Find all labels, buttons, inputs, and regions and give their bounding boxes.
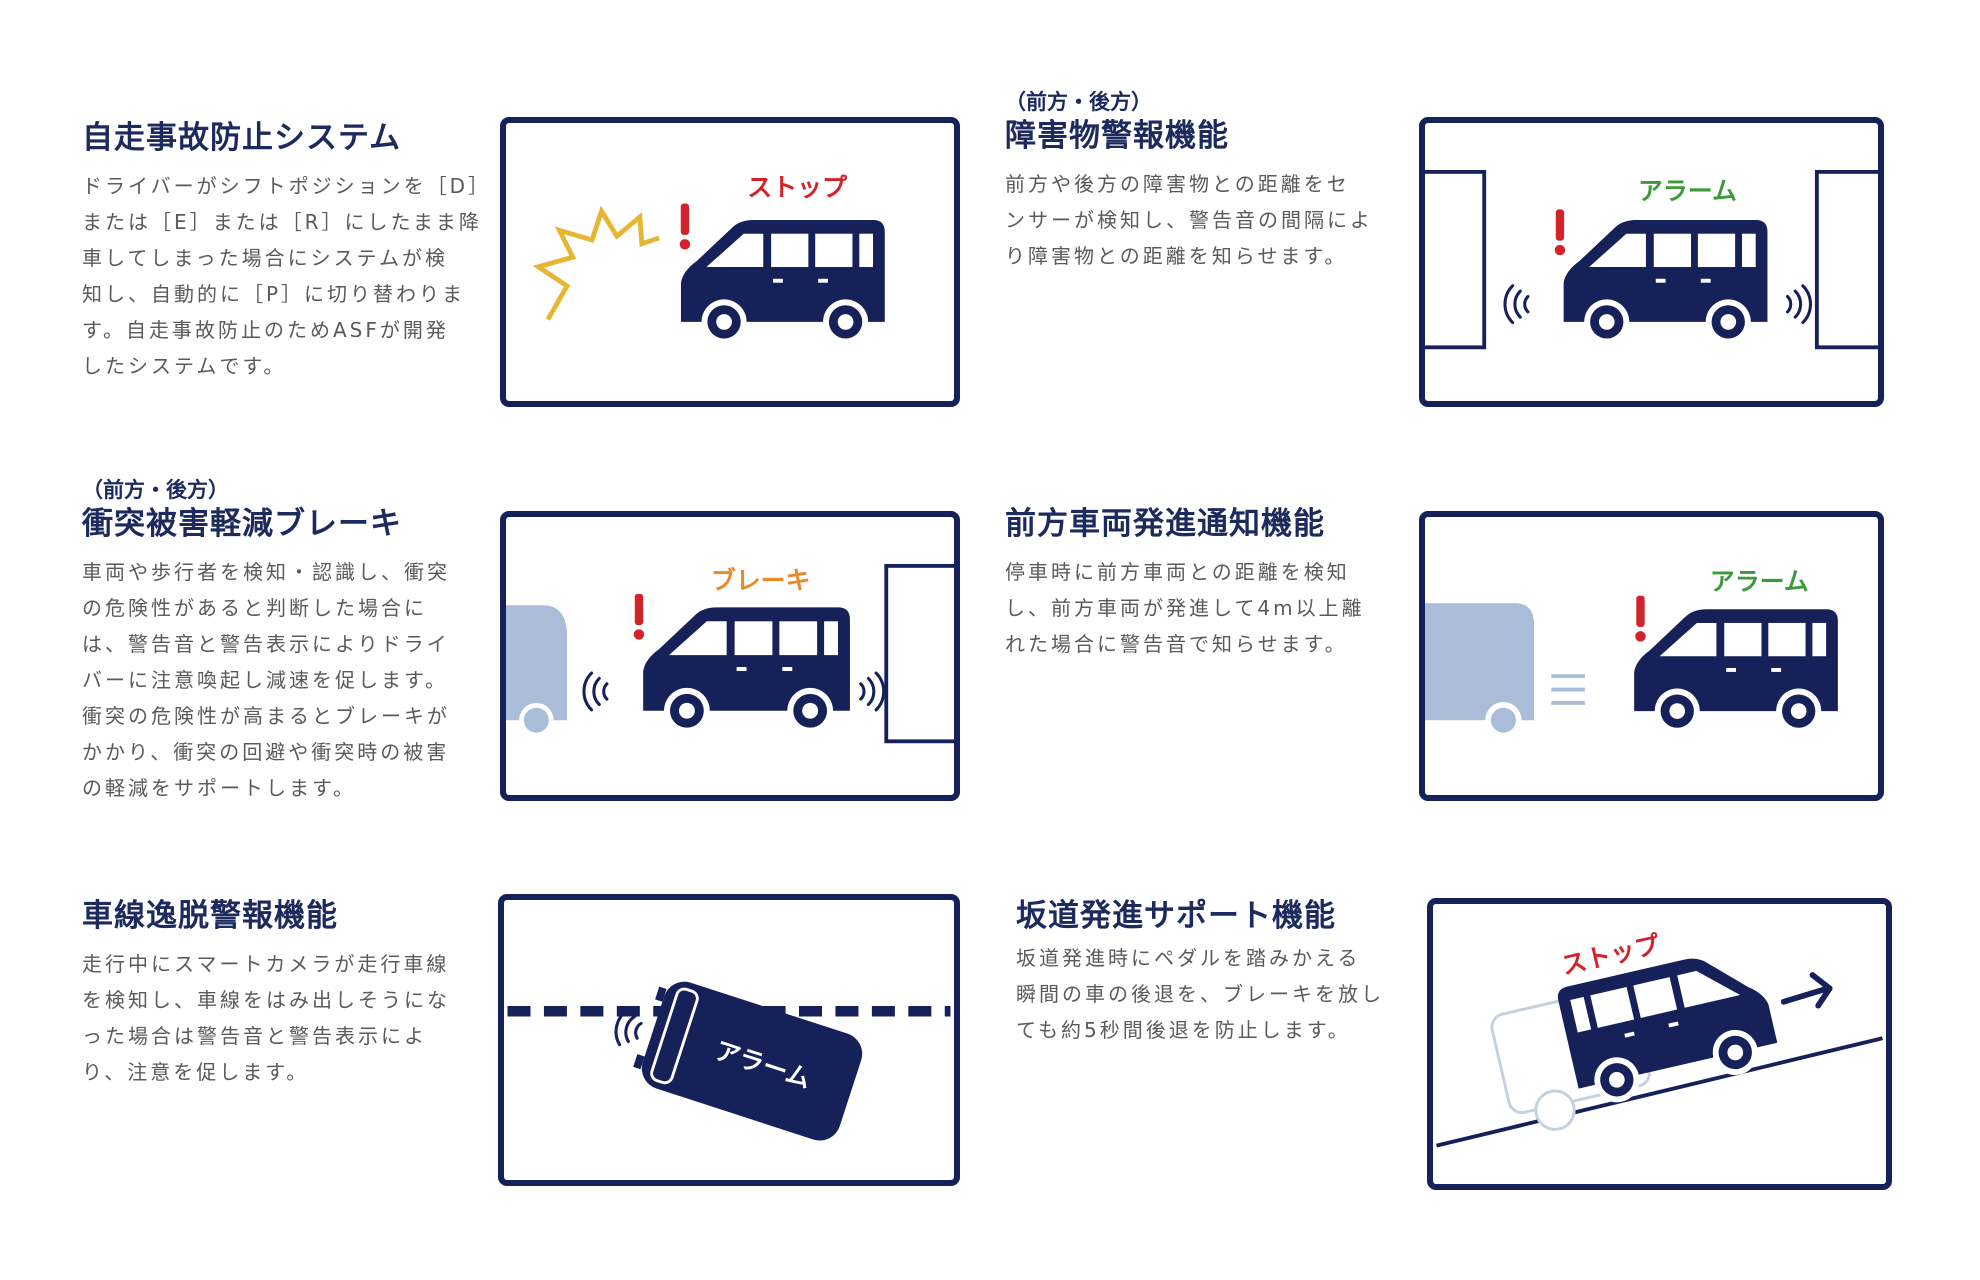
- van-icon: [643, 607, 850, 734]
- asf-illustration: ストップ: [500, 117, 960, 407]
- feature-prefix: （前方・後方）: [1005, 90, 1152, 114]
- van-top-view-icon: アラーム: [633, 981, 863, 1141]
- lane-scene: アラーム: [507, 981, 951, 1141]
- feature-title: 前方車両発進通知機能: [1005, 506, 1325, 542]
- van-icon: [680, 219, 885, 345]
- feature-description: 車両や歩行者を検知・認識し、衝突 の危険性があると判断した場合に は、警告音と警…: [82, 554, 482, 806]
- rear-vehicle-ghost: [506, 605, 568, 721]
- exclamation-icon: [1635, 595, 1646, 642]
- description-line: 瞬間の車の後退を、ブレーキを放し: [1016, 982, 1384, 1006]
- exclamation-icon: [679, 203, 691, 250]
- description-line: の軽減をサポートします。: [82, 776, 356, 800]
- hill-illustration: ストップ: [1427, 898, 1892, 1190]
- exclamation-icon: [633, 593, 645, 640]
- sound-wave-icon: [582, 671, 609, 712]
- feature-prefix: （前方・後方）: [82, 478, 229, 502]
- feature-description: 坂道発進時にペダルを踏みかえる 瞬間の車の後退を、ブレーキを放し ても約5秒間後…: [1016, 940, 1416, 1048]
- description-line: バーに注意喚起し減速を促します。: [82, 668, 448, 692]
- departure-illustration: アラーム: [1419, 511, 1884, 801]
- feature-description: 停車時に前方車両との距離を検知 し、前方車両が発進して4m以上離 れた場合に警告…: [1005, 554, 1405, 662]
- feature-title: 衝突被害軽減ブレーキ: [82, 506, 402, 542]
- description-line: の危険性があると判断した場合に: [82, 596, 427, 620]
- brake-illustration: ブレーキ: [500, 511, 960, 801]
- description-line: す。自走事故防止のためASFが開発: [82, 318, 449, 342]
- slope-line: [1436, 1036, 1883, 1148]
- feature-asf-text: 自走事故防止システム ドライバーがシフトポジションを［D］ または［E］または［…: [82, 118, 492, 384]
- description-line: 坂道発進時にペダルを踏みかえる: [1016, 946, 1361, 970]
- feature-title: 障害物警報機能: [1005, 118, 1229, 154]
- hill-scene: ストップ: [1436, 930, 1883, 1148]
- description-line: したシステムです。: [82, 354, 287, 378]
- description-line: り、注意を促します。: [82, 1060, 310, 1084]
- asf-scene: ストップ: [532, 173, 885, 345]
- feature-brake-text: （前方・後方） 衝突被害軽減ブレーキ 車両や歩行者を検知・認識し、衝突 の危険性…: [82, 476, 482, 806]
- description-line: 車両や歩行者を検知・認識し、衝突: [82, 560, 450, 584]
- feature-title: 車線逸脱警報機能: [82, 898, 338, 934]
- brake-label: ブレーキ: [711, 566, 811, 595]
- van-icon: [1563, 219, 1768, 345]
- lead-vehicle-ghost: [1425, 603, 1535, 721]
- description-line: ても約5秒間後退を防止します。: [1016, 1018, 1351, 1042]
- description-line: は、警告音と警告表示によりドライ: [82, 632, 450, 656]
- description-line: 知し、自動的に［P］に切り替わりま: [82, 282, 466, 306]
- feature-description: 前方や後方の障害物との距離をセ ンサーが検知し、警告音の間隔によ り障害物との距…: [1005, 166, 1405, 274]
- obstacle-scene: アラーム: [1425, 169, 1878, 350]
- description-line: 走行中にスマートカメラが走行車線: [82, 952, 450, 976]
- description-line: 停車時に前方車両との距離を検知: [1005, 560, 1350, 584]
- sound-wave-icon: [1785, 284, 1813, 325]
- description-line: を検知し、車線をはみ出しそうにな: [82, 988, 450, 1012]
- lane-illustration: アラーム: [498, 894, 960, 1186]
- alarm-label: アラーム: [1710, 567, 1809, 596]
- description-line: かかり、衝突の回避や衝突時の被害: [82, 740, 450, 764]
- feature-description: 走行中にスマートカメラが走行車線 を検知し、車線をはみ出しそうにな った場合は警…: [82, 946, 482, 1090]
- rear-wall: [1425, 169, 1487, 350]
- sound-wave-icon: [859, 671, 886, 712]
- alarm-label: アラーム: [1638, 177, 1737, 206]
- exclamation-icon: [1554, 209, 1566, 256]
- stop-label: ストップ: [747, 173, 847, 202]
- description-line: れた場合に警告音で知らせます。: [1005, 632, 1348, 656]
- van-icon: [1634, 609, 1838, 734]
- front-wall: [1814, 169, 1878, 350]
- obstacle-illustration: アラーム: [1419, 117, 1884, 407]
- description-line: ドライバーがシフトポジションを［D］: [82, 174, 492, 198]
- description-line: し、前方車両が発進して4m以上離: [1005, 596, 1365, 620]
- feature-departure-text: 前方車両発進通知機能 停車時に前方車両との距離を検知 し、前方車両が発進して4m…: [1005, 504, 1405, 662]
- departure-scene: アラーム: [1425, 567, 1838, 739]
- description-line: ンサーが検知し、警告音の間隔によ: [1005, 208, 1373, 232]
- front-wall: [884, 563, 954, 744]
- feature-lane-text: 車線逸脱警報機能 走行中にスマートカメラが走行車線 を検知し、車線をはみ出しそう…: [82, 896, 482, 1090]
- description-line: 車してしまった場合にシステムが検: [82, 246, 448, 270]
- description-line: または［E］または［R］にしたまま降: [82, 210, 482, 234]
- description-line: った場合は警告音と警告表示によ: [82, 1024, 427, 1048]
- description-line: り障害物との距離を知らせます。: [1005, 244, 1348, 268]
- brake-scene: ブレーキ: [506, 563, 954, 744]
- feature-title: 自走事故防止システム: [82, 120, 402, 156]
- sound-wave-icon: [1503, 284, 1530, 325]
- description-line: 衝突の危険性が高まるとブレーキが: [82, 704, 450, 728]
- impact-spark-icon: [532, 205, 660, 321]
- arrow-right-icon: [1780, 972, 1833, 1009]
- description-line: 前方や後方の障害物との距離をセ: [1005, 172, 1350, 196]
- feature-title: 坂道発進サポート機能: [1016, 898, 1336, 934]
- feature-obstacle-text: （前方・後方） 障害物警報機能 前方や後方の障害物との距離をセ ンサーが検知し、…: [1005, 88, 1405, 274]
- feature-hill-text: 坂道発進サポート機能 坂道発進時にペダルを踏みかえる 瞬間の車の後退を、ブレーキ…: [1016, 896, 1416, 1048]
- feature-description: ドライバーがシフトポジションを［D］ または［E］または［R］にしたまま降 車し…: [82, 168, 492, 384]
- motion-lines-icon: [1551, 674, 1585, 705]
